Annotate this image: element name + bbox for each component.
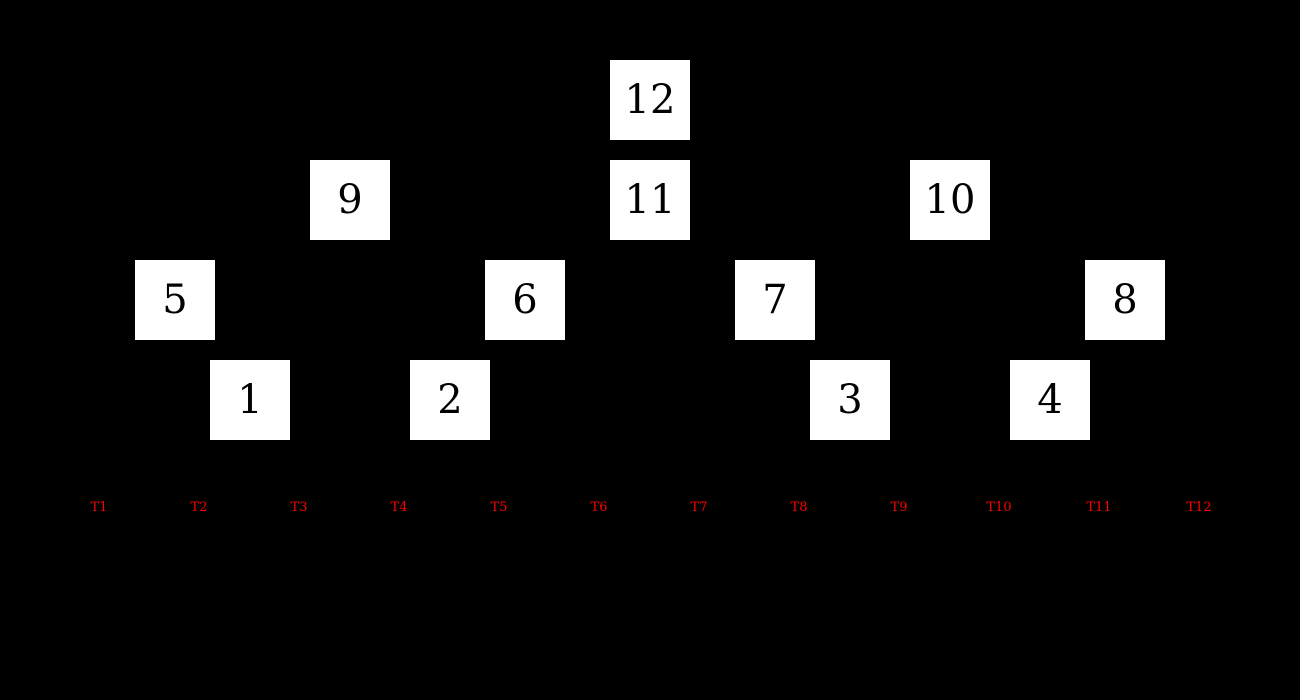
block-label: 11: [624, 177, 676, 223]
axis-label-t1: T1: [90, 500, 108, 515]
block-7[interactable]: 7: [735, 260, 815, 340]
axis-label-t7: T7: [690, 500, 708, 515]
block-label: 5: [162, 277, 188, 323]
block-label: 2: [437, 377, 463, 423]
block-label: 6: [512, 277, 538, 323]
axis-label-t6: T6: [590, 500, 608, 515]
block-5[interactable]: 5: [135, 260, 215, 340]
axis-label-t5: T5: [490, 500, 508, 515]
axis-label-t11: T11: [1086, 500, 1112, 515]
axis-label-t9: T9: [890, 500, 908, 515]
block-label: 4: [1037, 377, 1063, 423]
block-8[interactable]: 8: [1085, 260, 1165, 340]
block-label: 7: [762, 277, 788, 323]
block-label: 3: [837, 377, 863, 423]
block-label: 1: [237, 377, 263, 423]
block-10[interactable]: 10: [910, 160, 990, 240]
block-3[interactable]: 3: [810, 360, 890, 440]
block-label: 10: [924, 177, 976, 223]
block-4[interactable]: 4: [1010, 360, 1090, 440]
block-12[interactable]: 12: [610, 60, 690, 140]
axis-label-t4: T4: [390, 500, 408, 515]
block-9[interactable]: 9: [310, 160, 390, 240]
block-6[interactable]: 6: [485, 260, 565, 340]
block-11[interactable]: 11: [610, 160, 690, 240]
axis-label-t10: T10: [986, 500, 1012, 515]
axis-label-t3: T3: [290, 500, 308, 515]
block-label: 8: [1112, 277, 1138, 323]
axis-label-t12: T12: [1186, 500, 1212, 515]
axis-label-t2: T2: [190, 500, 208, 515]
axis-label-t8: T8: [790, 500, 808, 515]
block-label: 9: [337, 177, 363, 223]
block-1[interactable]: 1: [210, 360, 290, 440]
block-2[interactable]: 2: [410, 360, 490, 440]
block-label: 12: [624, 77, 676, 123]
